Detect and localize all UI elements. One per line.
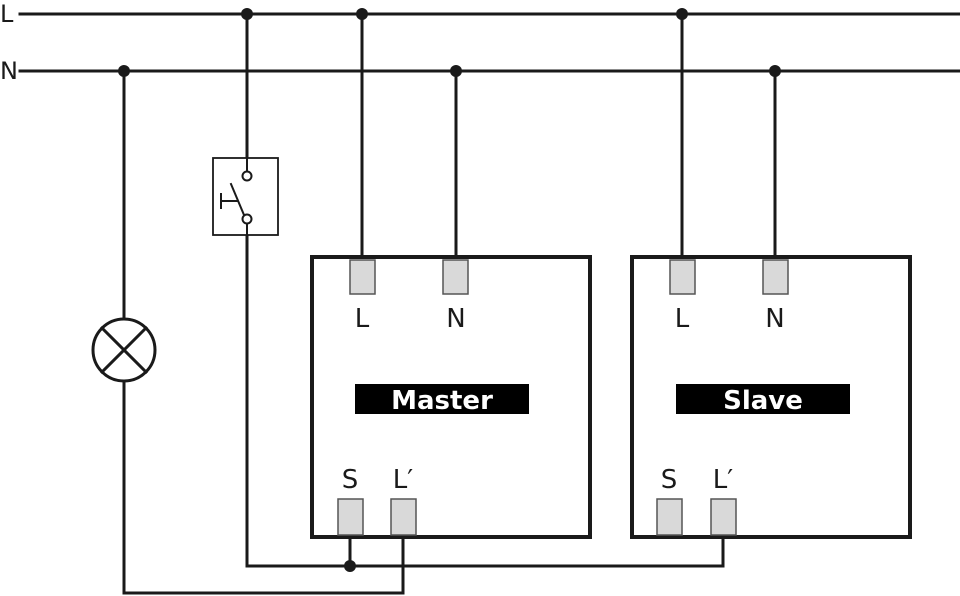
lamp-icon: [91, 317, 157, 383]
junction-dot: [450, 65, 462, 77]
slave-unit: L N Slave S L′: [630, 255, 912, 539]
slave-terminal-l: [669, 259, 696, 295]
master-label-bar: [355, 384, 529, 414]
junction-dot: [118, 65, 130, 77]
master-label: Master: [391, 386, 493, 416]
slave-terminal-n-label: N: [765, 304, 784, 334]
neutral-rail-label: N: [0, 57, 18, 85]
live-rail-label: L: [0, 0, 14, 28]
master-terminal-n: [442, 259, 469, 295]
lamp-circuit: [91, 69, 405, 595]
push-button-icon: [212, 157, 279, 236]
neutral-rail: N: [0, 57, 960, 85]
junction-dot: [356, 8, 368, 20]
junction-dot: [241, 8, 253, 20]
switch-circuit: [212, 12, 725, 568]
live-rail: L: [0, 0, 960, 28]
slave-terminal-s-label: S: [661, 465, 678, 495]
master-terminal-s-label: S: [342, 465, 359, 495]
master-terminal-l-label: L: [355, 304, 370, 334]
slave-label-bar: [676, 384, 850, 414]
junction-dot: [676, 8, 688, 20]
slave-terminal-lprime-label: L′: [713, 465, 733, 495]
master-unit: L N Master S L′: [310, 255, 592, 539]
junction-dot: [769, 65, 781, 77]
master-terminal-s: [337, 498, 364, 536]
master-terminal-l: [349, 259, 376, 295]
master-terminal-lprime-label: L′: [393, 465, 413, 495]
master-terminal-lprime: [390, 498, 417, 536]
junction-dot: [344, 560, 356, 572]
slave-terminal-l-label: L: [675, 304, 690, 334]
master-terminal-n-label: N: [446, 304, 465, 334]
junctions: [118, 8, 781, 572]
slave-terminal-lprime: [710, 498, 737, 536]
slave-terminal-s: [656, 498, 683, 536]
slave-label: Slave: [723, 386, 803, 416]
slave-terminal-n: [762, 259, 789, 295]
